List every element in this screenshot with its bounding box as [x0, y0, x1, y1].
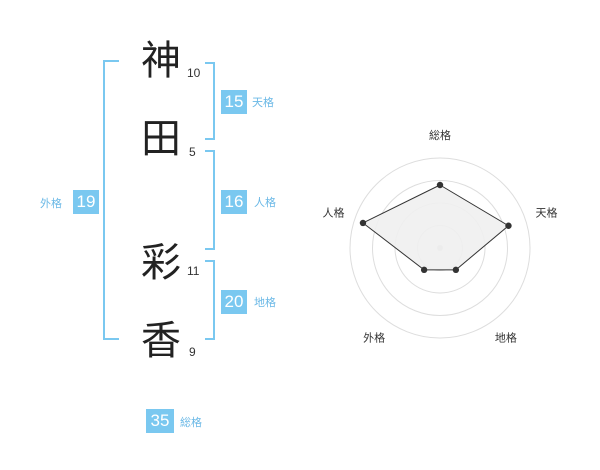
jinkaku-value: 16 [221, 190, 247, 214]
name-char-3: 彩 [141, 240, 181, 286]
radar-area [362, 184, 510, 271]
soukaku-value: 35 [146, 409, 174, 433]
radar-ring-3 [372, 180, 508, 316]
stroke-count-1: 10 [187, 66, 201, 80]
chikaku-value: 20 [221, 290, 247, 314]
radar-point-3 [452, 266, 460, 274]
chikaku-label: 地格 [254, 296, 276, 309]
jinkaku-label: 人格 [254, 196, 276, 209]
stroke-count-2: 5 [189, 145, 196, 159]
tenkaku-value: 15 [221, 90, 247, 114]
name-char-2: 田 [141, 116, 181, 162]
name-char-4: 香 [141, 318, 181, 364]
radar-axis-label-4: 外格 [363, 331, 385, 345]
radar-ring-4 [349, 157, 531, 339]
radar-axis-label-5: 人格 [322, 205, 344, 219]
soukaku-label: 総格 [180, 416, 202, 429]
radar-point-5 [359, 219, 367, 227]
tenkaku-label: 天格 [252, 96, 274, 109]
gaikaku-label: 外格 [40, 197, 62, 210]
radar-axis-label-2: 天格 [536, 205, 558, 219]
name-char-1: 神 [141, 38, 181, 84]
radar-point-4 [420, 266, 428, 274]
radar-point-2 [505, 222, 512, 229]
gaikaku-value: 19 [73, 190, 99, 214]
radar-axis-label-3: 地格 [495, 331, 517, 345]
stroke-count-4: 9 [189, 345, 196, 359]
radar-point-1 [436, 181, 444, 189]
radar-axis-label-1: 総格 [429, 128, 451, 142]
stroke-count-3: 11 [187, 264, 200, 278]
